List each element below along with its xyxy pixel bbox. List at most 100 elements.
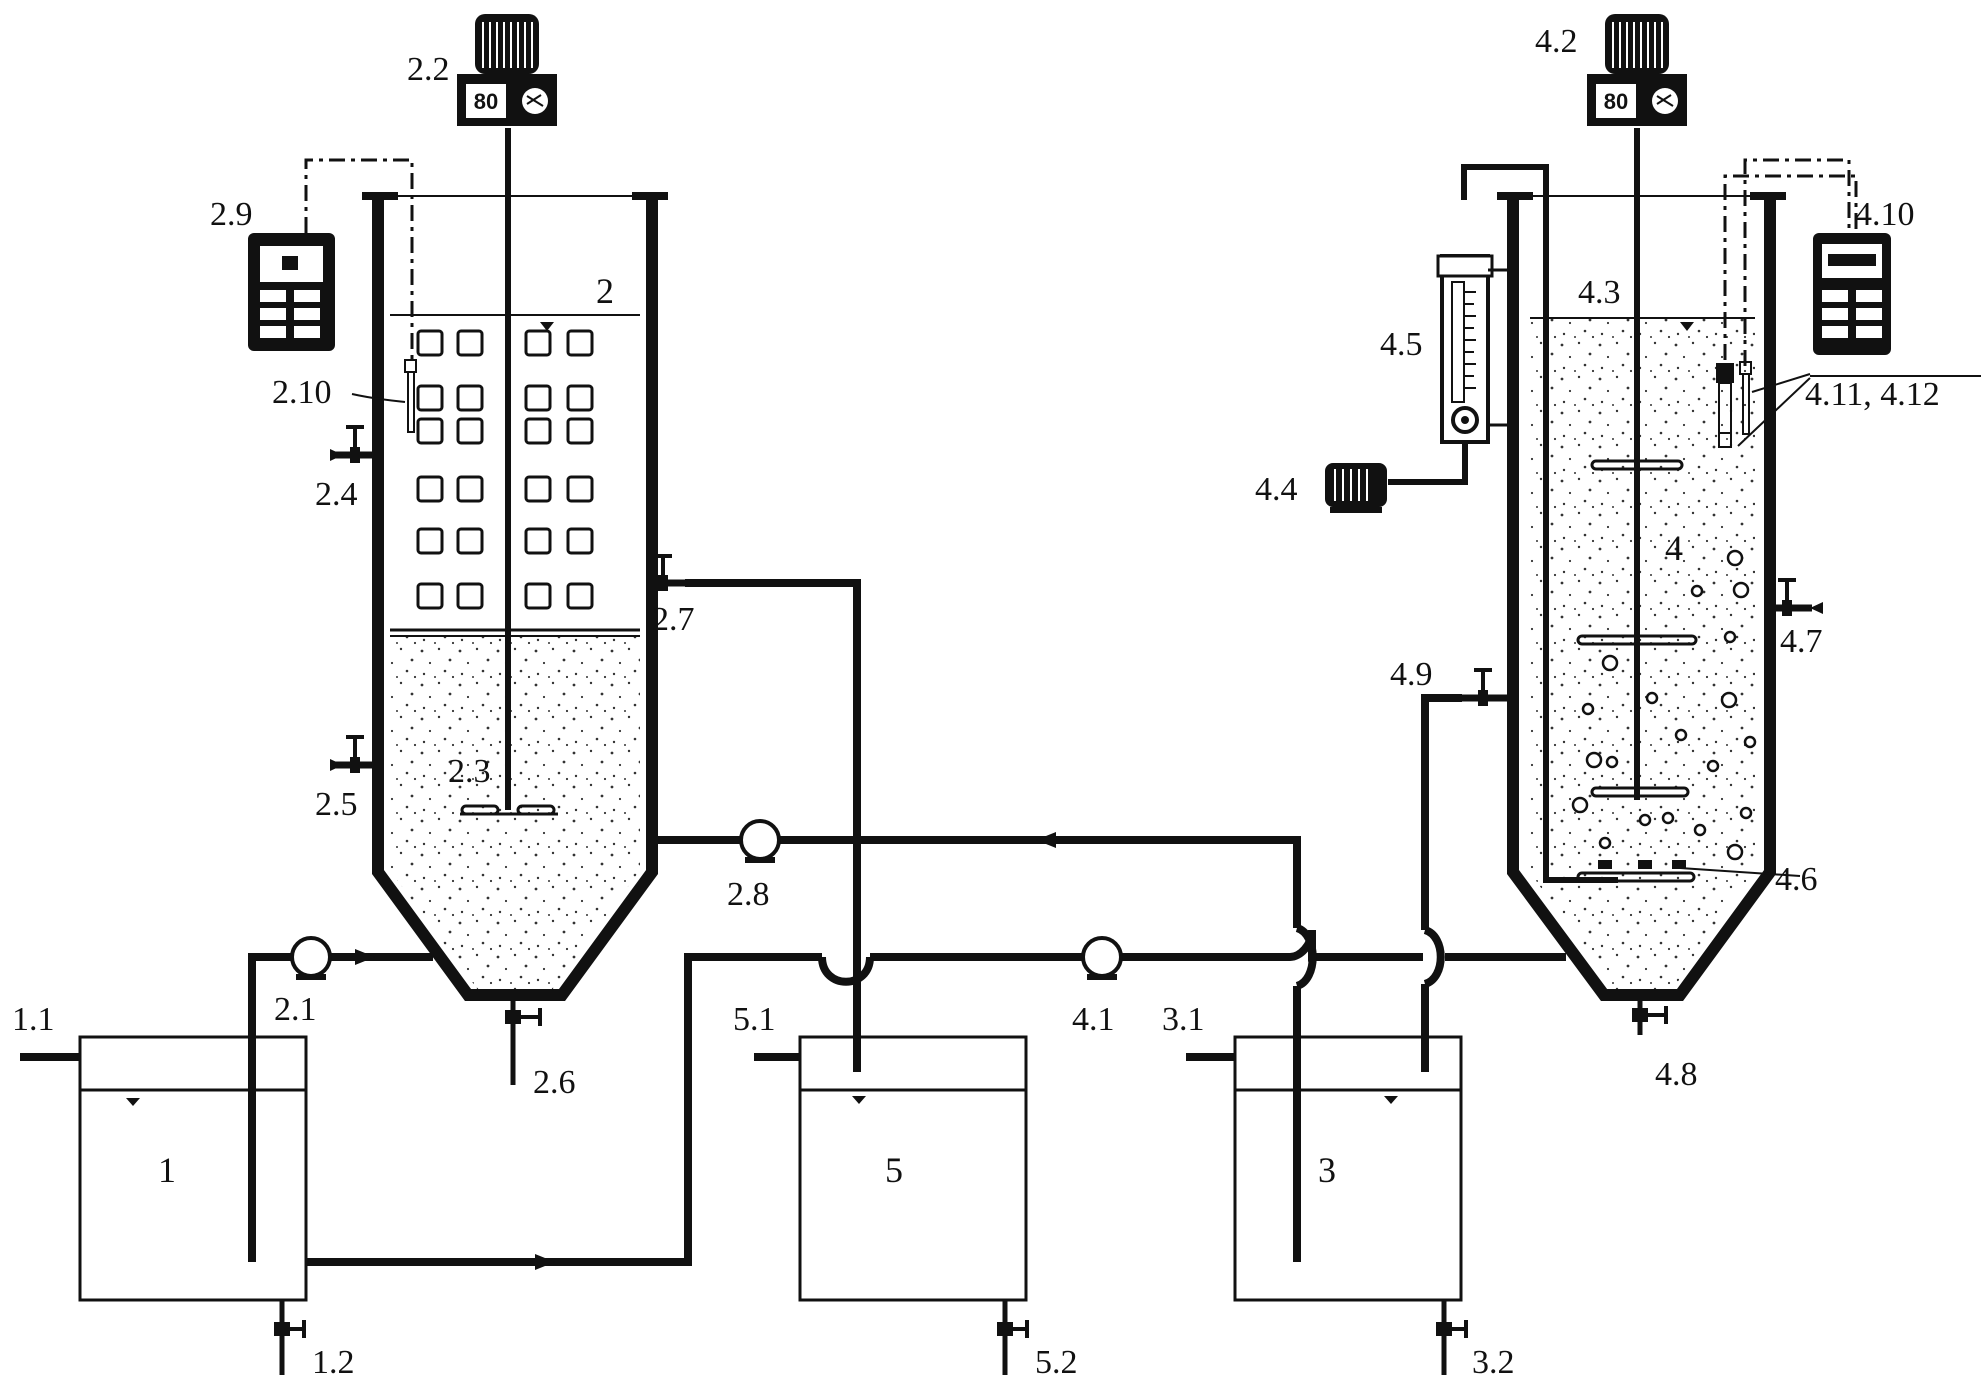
label-4-4: 4.4 (1255, 471, 1298, 508)
signal-cable (1723, 174, 1858, 360)
level-marker-icon (1384, 1096, 1398, 1104)
carrier-media-item (524, 582, 552, 610)
level-marker-icon (852, 1096, 866, 1104)
air-bubble (1581, 702, 1595, 716)
label-4-3: 4.3 (1578, 274, 1621, 311)
carrier-media-item (416, 527, 444, 555)
diffuser-4-6 (1576, 860, 1696, 883)
air-bubble (1585, 751, 1603, 769)
signal-cable (1743, 158, 1851, 366)
valve-2-5 (330, 735, 378, 773)
label-2-8: 2.8 (727, 876, 770, 913)
label-2-9: 2.9 (210, 196, 253, 233)
label-reactor-2: 2 (596, 271, 614, 311)
reactor-2: 80 (248, 14, 685, 1085)
probe-2-10 (404, 359, 417, 433)
air-bubble (1690, 584, 1704, 598)
label-4-11-4-12: 4.11, 4.12 (1805, 376, 1940, 413)
valve-4-8 (1632, 995, 1668, 1035)
tank-3 (1233, 1035, 1468, 1375)
carrier-media-item (456, 417, 484, 445)
valve-4-9 (1462, 668, 1513, 706)
carrier-media-item (566, 582, 594, 610)
label-reactor-4: 4 (1665, 528, 1683, 568)
carrier-media-item (456, 475, 484, 503)
label-4-9: 4.9 (1390, 656, 1433, 693)
air-bubble (1693, 823, 1707, 837)
label-5-1: 5.1 (733, 1001, 776, 1038)
carrier-media-item (456, 329, 484, 357)
overflow-line-4-9 (1421, 694, 1462, 930)
impeller-2-3 (460, 804, 558, 816)
carrier-media-item (566, 527, 594, 555)
carrier-media-item (416, 384, 444, 412)
label-3-2: 3.2 (1472, 1344, 1515, 1381)
air-bubble (1661, 811, 1675, 825)
tank-1 (78, 957, 308, 1375)
reactor-4: 80 (1325, 14, 1981, 1035)
probes-4-11-4-12 (1716, 361, 1752, 448)
label-4-1: 4.1 (1072, 1001, 1115, 1038)
label-tank-1: 1 (158, 1150, 176, 1190)
valve-2-6 (505, 995, 542, 1085)
air-bubble (1601, 654, 1619, 672)
effluent-line-2-7 (685, 579, 861, 1072)
air-bubble (1674, 728, 1688, 742)
carrier-media-item (416, 475, 444, 503)
air-bubble (1743, 735, 1757, 749)
sludge-suspension (1530, 318, 1755, 990)
label-4-8: 4.8 (1655, 1056, 1698, 1093)
label-4-7: 4.7 (1780, 623, 1823, 660)
label-2-7: 2.7 (652, 601, 695, 638)
label-4-6: 4.6 (1775, 861, 1818, 898)
carrier-media-item (416, 582, 444, 610)
valve-5-2 (997, 1300, 1029, 1375)
level-marker-icon (540, 322, 554, 331)
carrier-media-item (566, 475, 594, 503)
label-tank-3: 3 (1318, 1150, 1336, 1190)
flow-arrow-icon (355, 949, 375, 965)
carrier-media-item (566, 329, 594, 357)
pump-2-1 (290, 936, 332, 980)
air-bubble (1598, 836, 1612, 850)
labels: 1.1 1.2 1 5.1 5.2 5 3.1 3.2 3 2 2.2 2.3 … (12, 23, 1940, 1381)
carrier-media-item (456, 384, 484, 412)
impeller-lower (1590, 786, 1690, 798)
carrier-media (416, 329, 594, 610)
label-1-2: 1.2 (312, 1344, 355, 1381)
label-4-5: 4.5 (1380, 326, 1423, 363)
carrier-media-item (524, 527, 552, 555)
air-bubble (1732, 581, 1750, 599)
valve-3-2 (1436, 1300, 1468, 1375)
valve-1-2 (274, 1300, 306, 1375)
pump-2-8 (739, 819, 781, 863)
valve-2-4 (330, 425, 378, 463)
impeller-middle (1576, 634, 1698, 646)
label-2-5: 2.5 (315, 786, 358, 823)
air-line (1461, 164, 1618, 883)
motor-4-2: 80 (1587, 14, 1687, 126)
signal-cable (304, 158, 414, 362)
label-3-1: 3.1 (1162, 1001, 1205, 1038)
label-5-2: 5.2 (1035, 1344, 1078, 1381)
label-4-10: 4.10 (1855, 196, 1915, 233)
carrier-media-item (524, 384, 552, 412)
pump-4-1 (1081, 936, 1123, 980)
air-bubble (1739, 806, 1753, 820)
carrier-media-item (456, 582, 484, 610)
label-1-1: 1.1 (12, 1001, 55, 1038)
air-bubble (1720, 691, 1738, 709)
carrier-media-item (416, 417, 444, 445)
carrier-media-item (566, 417, 594, 445)
level-marker-icon (126, 1098, 140, 1106)
flowmeter-4-5 (1436, 254, 1513, 444)
air-bubble (1706, 759, 1720, 773)
impeller-upper (1590, 459, 1684, 471)
carrier-media-item (456, 527, 484, 555)
motor-2-2-display: 80 (474, 89, 498, 114)
level-marker-icon (1680, 322, 1694, 331)
carrier-media-item (524, 417, 552, 445)
label-2-1: 2.1 (274, 991, 317, 1028)
